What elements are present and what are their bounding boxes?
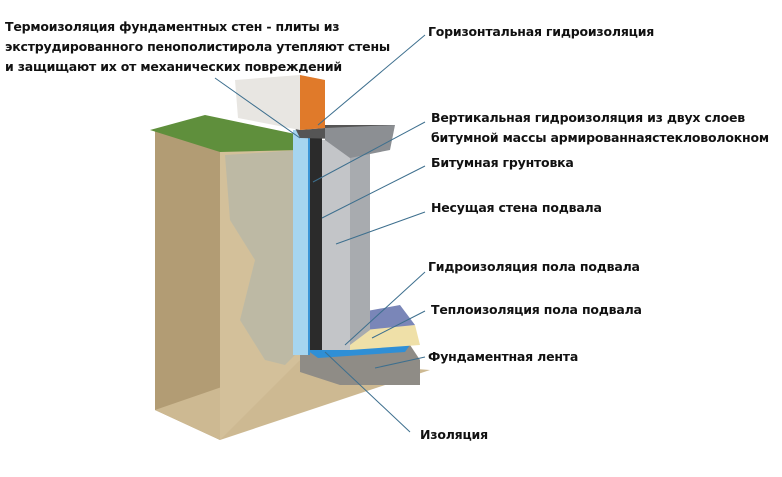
bitumen-layer <box>308 135 322 350</box>
eps-insulation <box>293 130 308 355</box>
label-load-bearing-wall: Несущая стена подвала <box>431 200 602 215</box>
label-line: Вертикальная гидроизоляция из двух слоев <box>431 110 745 125</box>
leader-foundation <box>374 356 426 369</box>
label-bitumen-primer: Битумная грунтовка <box>431 155 574 170</box>
label-line: и защищают их от механических повреждени… <box>5 59 342 74</box>
gravel-backfill <box>225 150 300 365</box>
leader-lines <box>214 34 426 433</box>
leader-horizontal <box>317 34 426 126</box>
brick-face <box>300 75 325 130</box>
basement-wall <box>320 140 350 350</box>
label-floor-waterproofing: Гидроизоляция пола подвала <box>428 259 640 274</box>
label-thermal-insulation: Термоизоляция фундаментных стен - плиты … <box>5 17 390 77</box>
label-floor-insulation: Теплоизоляция пола подвала <box>431 302 642 317</box>
leader-primer <box>321 165 426 219</box>
wall-side <box>350 130 370 345</box>
leader-thermal <box>214 77 301 139</box>
label-line: Термоизоляция фундаментных стен - плиты … <box>5 19 340 34</box>
label-insulation: Изоляция <box>420 427 488 442</box>
slab <box>325 125 395 158</box>
eps-edge <box>308 130 310 355</box>
leader-floor-insulation <box>371 310 426 339</box>
label-foundation-strip: Фундаментная лента <box>428 349 579 364</box>
leader-insulation <box>324 351 411 433</box>
label-vertical-waterproofing: Вертикальная гидроизоляция из двух слоев… <box>431 108 769 148</box>
grass <box>150 115 300 152</box>
leader-wall <box>335 211 426 245</box>
label-horizontal-waterproofing: Горизонтальная гидроизоляция <box>428 24 655 39</box>
label-line: битумной массы армированнаястекловолокно… <box>431 130 769 145</box>
leader-vertical <box>312 121 426 183</box>
leader-floor-waterproofing <box>344 271 426 346</box>
soil-side <box>155 130 220 440</box>
label-line: экструдированного пенополистирола утепля… <box>5 39 390 54</box>
